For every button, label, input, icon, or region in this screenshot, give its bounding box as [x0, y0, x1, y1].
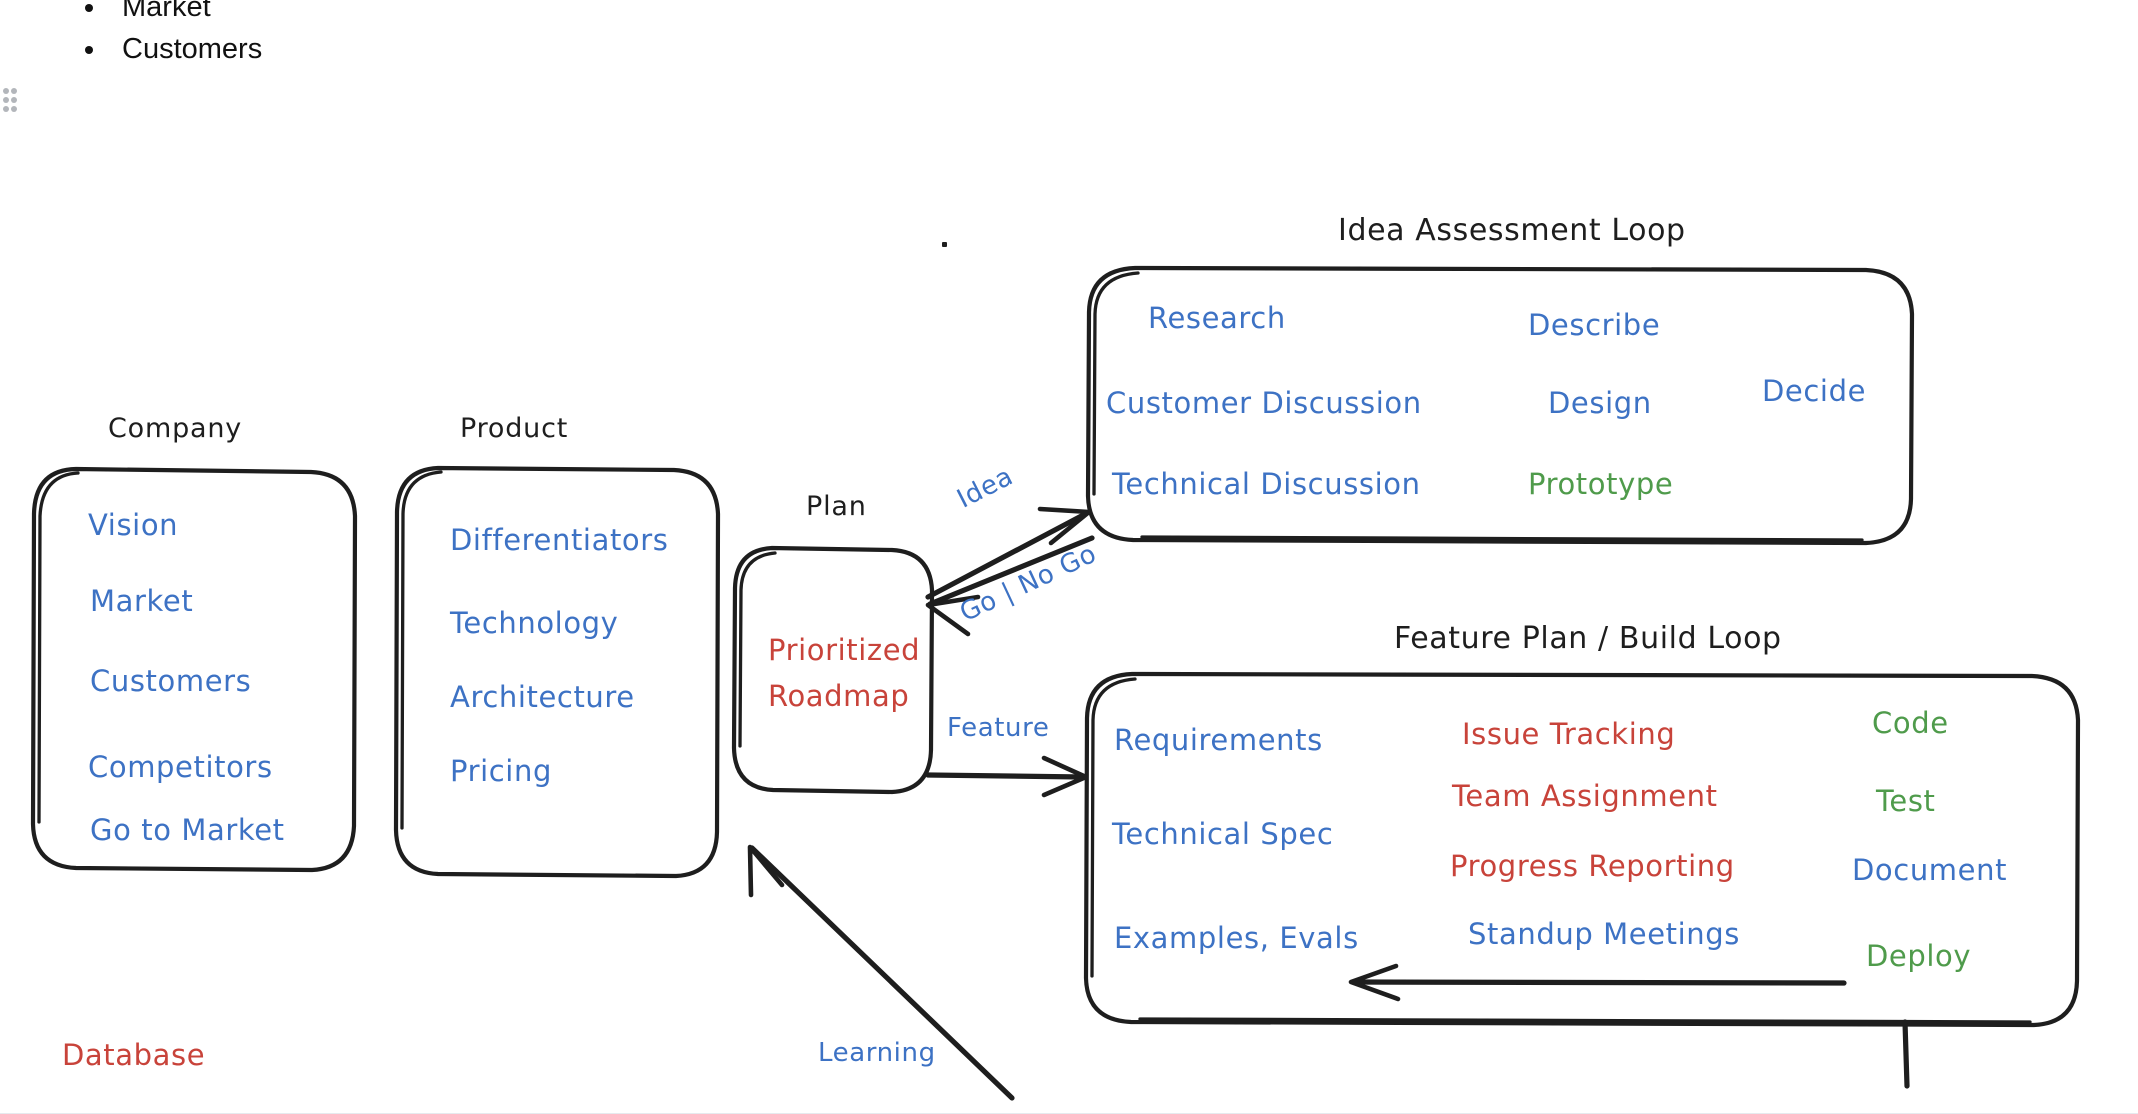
arrow-label-idea: Idea: [952, 461, 1019, 515]
product-item-architecture: Architecture: [450, 680, 635, 714]
build-item-test: Test: [1876, 784, 1936, 818]
company-box-title: Company: [108, 413, 243, 444]
company-item-go-to-market: Go to Market: [90, 813, 285, 847]
build-item-issue-tracking: Issue Tracking: [1462, 717, 1676, 751]
idea-assessment-loop-title: Idea Assessment Loop: [1338, 213, 1686, 248]
handle-dot: [3, 88, 9, 94]
build-item-code: Code: [1872, 706, 1949, 740]
plan-box-title: Plan: [806, 491, 867, 522]
build-item-technical-spec: Technical Spec: [1112, 817, 1334, 851]
company-item-market: Market: [90, 584, 194, 618]
idea-item-prototype: Prototype: [1528, 467, 1674, 501]
build-item-deploy: Deploy: [1866, 939, 1972, 973]
build-item-requirements: Requirements: [1114, 723, 1323, 757]
build-item-team-assignment: Team Assignment: [1452, 779, 1718, 813]
handle-dot: [11, 97, 17, 103]
build-item-standup-meetings: Standup Meetings: [1468, 917, 1740, 951]
feature-plan-build-loop-title: Feature Plan / Build Loop: [1394, 621, 1782, 656]
idea-item-describe: Describe: [1528, 308, 1661, 342]
idea-item-technical-discussion: Technical Discussion: [1112, 467, 1421, 501]
build-item-document: Document: [1852, 853, 2008, 887]
drag-handle-dots-icon[interactable]: [3, 88, 19, 114]
company-item-customers: Customers: [90, 664, 252, 698]
arrow-label-feature: Feature: [947, 713, 1050, 743]
company-item-competitors: Competitors: [88, 750, 273, 784]
handle-dot: [11, 88, 17, 94]
handle-dot: [3, 106, 9, 112]
document-bullet-list: Market Customers: [60, 0, 262, 70]
handle-dot: [3, 97, 9, 103]
list-item: Market: [108, 0, 262, 28]
idea-item-customer-discussion: Customer Discussion: [1106, 386, 1422, 420]
plan-item-roadmap: Roadmap: [768, 679, 910, 713]
product-item-pricing: Pricing: [450, 754, 552, 788]
idea-item-decide: Decide: [1762, 374, 1867, 408]
arrow-label-learning: Learning: [818, 1038, 936, 1068]
handle-dot: [11, 106, 17, 112]
company-item-vision: Vision: [88, 508, 179, 542]
build-item-examples-evals: Examples, Evals: [1114, 921, 1359, 955]
product-box-title: Product: [460, 413, 569, 444]
build-item-progress-reporting: Progress Reporting: [1450, 849, 1735, 883]
plan-item-prioritized: Prioritized: [768, 633, 921, 667]
product-item-technology: Technology: [450, 606, 619, 640]
list-item: Customers: [108, 28, 262, 70]
idea-item-design: Design: [1548, 386, 1652, 420]
label-database: Database: [62, 1038, 206, 1072]
product-item-differentiators: Differentiators: [450, 523, 669, 557]
idea-item-research: Research: [1148, 301, 1286, 335]
stray-dot-mark: [942, 242, 947, 247]
arrow-label-go-no-go: Go | No Go: [955, 538, 1102, 629]
